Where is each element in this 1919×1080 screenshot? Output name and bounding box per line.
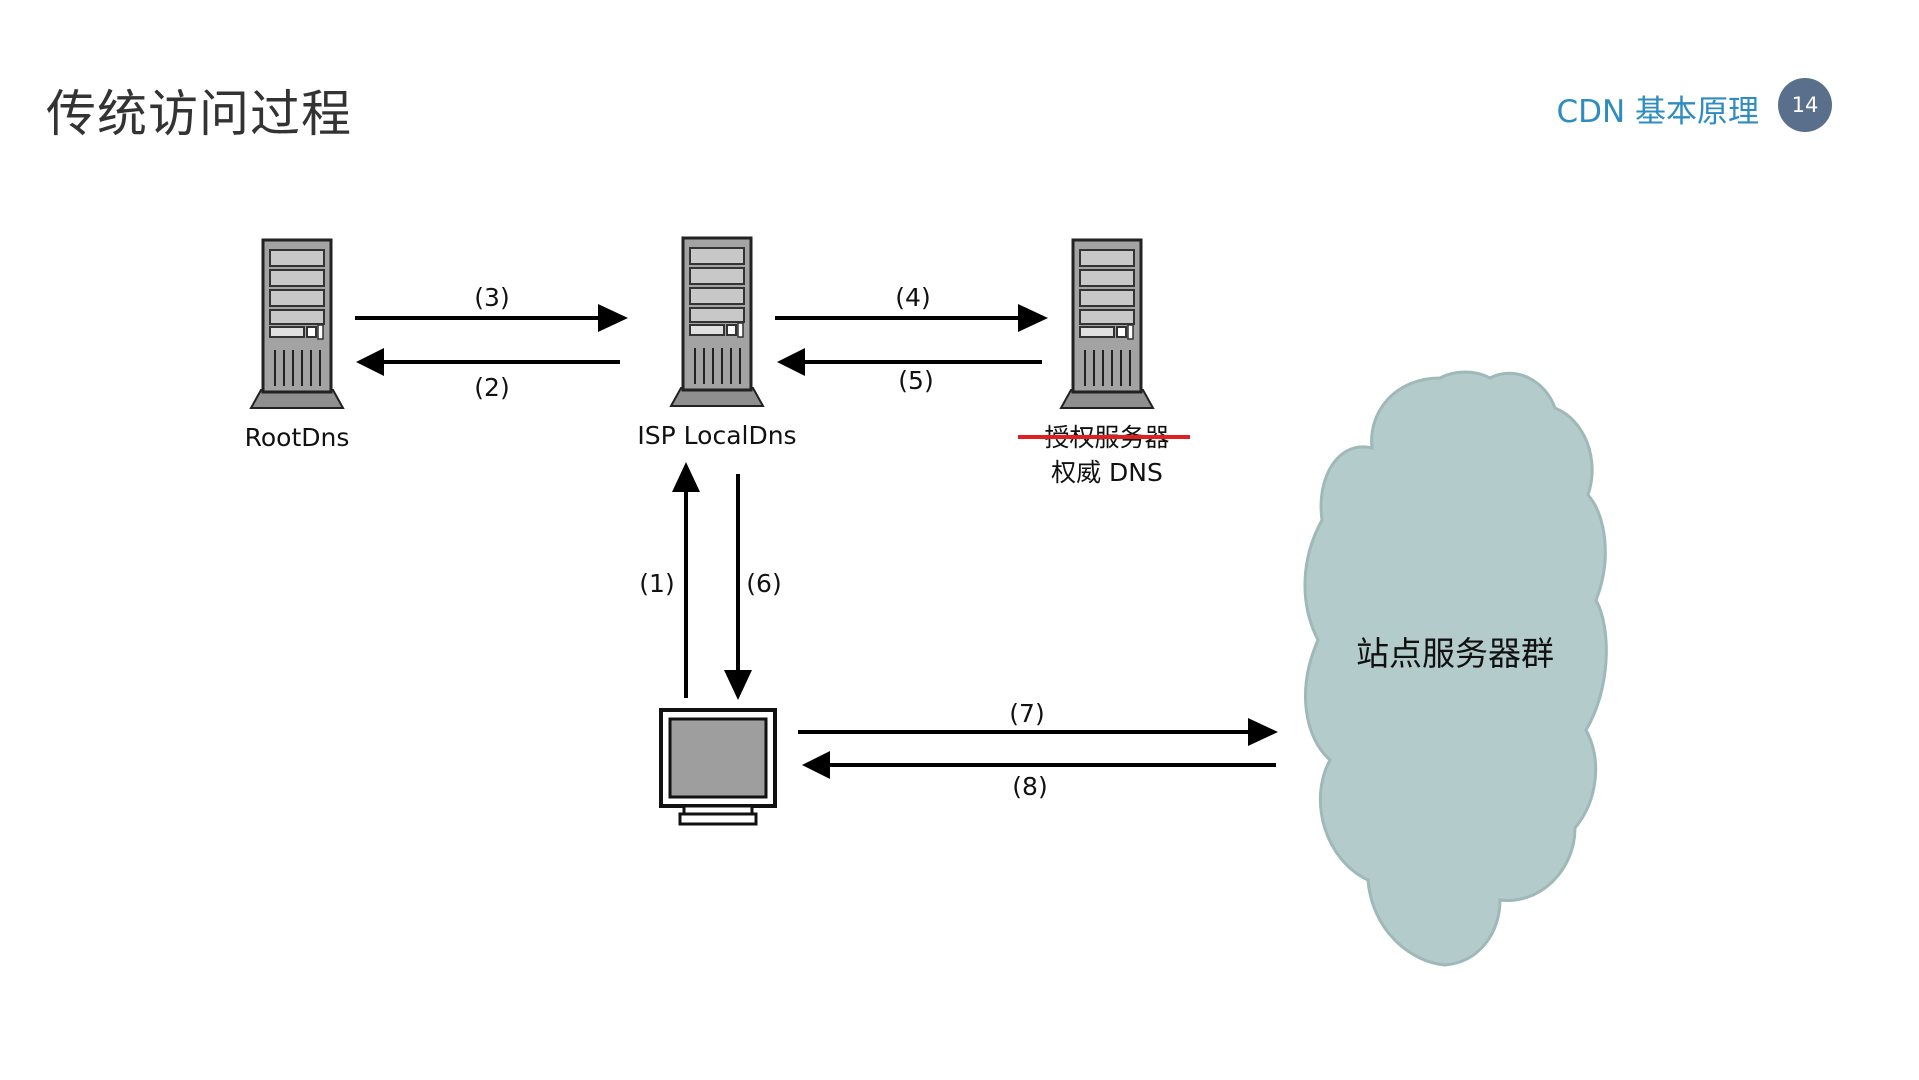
arrow-5 xyxy=(777,348,1042,376)
arrow-6 xyxy=(724,474,752,700)
arrow-1-label: (1) xyxy=(639,569,674,598)
arrow-4-label: (4) xyxy=(895,283,930,312)
site-server-cloud xyxy=(1303,370,1608,967)
arrow-8 xyxy=(802,751,1276,779)
isp-local-dns-label: ISP LocalDns xyxy=(637,421,796,450)
arrow-5-label: (5) xyxy=(898,366,933,395)
site-server-cluster-label: 站点服务器群 xyxy=(1356,634,1554,673)
arrow-4 xyxy=(775,304,1048,332)
arrow-7-label: (7) xyxy=(1009,699,1044,728)
auth-dns-label: 权威 DNS xyxy=(1051,458,1163,487)
arrow-2-label: (2) xyxy=(474,373,509,402)
root-dns-server-icon xyxy=(249,238,345,410)
auth-dns-server-icon xyxy=(1059,238,1155,410)
arrow-8-label: (8) xyxy=(1012,772,1047,801)
arrow-3-label: (3) xyxy=(474,283,509,312)
arrow-2 xyxy=(356,348,620,376)
section-label: CDN 基本原理 xyxy=(1556,94,1759,130)
arrow-7 xyxy=(798,718,1278,746)
arrow-3 xyxy=(355,304,628,332)
page-number-badge: 14 xyxy=(1778,78,1832,132)
arrow-1 xyxy=(672,462,700,698)
isp-local-dns-server-icon xyxy=(669,236,765,408)
arrow-6-label: (6) xyxy=(746,569,781,598)
slide-title: 传统访问过程 xyxy=(46,85,352,143)
root-dns-label: RootDns xyxy=(245,423,350,452)
client-monitor-icon xyxy=(659,708,777,826)
